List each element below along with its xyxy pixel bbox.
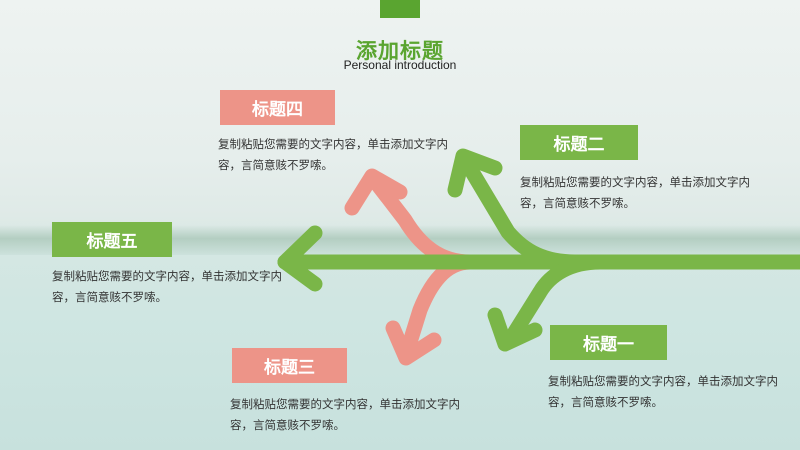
- label-title-two: 标题二: [520, 125, 638, 160]
- arrow-to-title-three: [385, 254, 478, 366]
- label-title-three: 标题三: [232, 348, 347, 383]
- label-title-four: 标题四: [220, 90, 335, 125]
- page-title: 添加标题: [356, 39, 444, 63]
- desc-title-five: 复制粘贴您需要的文字内容，单击添加文字内容，言简意赅不罗嗦。: [52, 269, 282, 304]
- desc-title-two: 复制粘贴您需要的文字内容，单击添加文字内容，言简意赅不罗嗦。: [520, 175, 750, 210]
- arrow-to-title-one: [487, 254, 608, 352]
- desc-title-one: 复制粘贴您需要的文字内容，单击添加文字内容，言简意赅不罗嗦。: [548, 374, 778, 409]
- desc-title-four: 复制粘贴您需要的文字内容，单击添加文字内容，言简意赅不罗嗦。: [218, 137, 448, 172]
- label-title-one: 标题一: [550, 325, 667, 360]
- top-accent-tab: [380, 0, 420, 18]
- label-title-five: 标题五: [52, 222, 172, 257]
- page-subtitle: Personal introduction: [343, 58, 457, 72]
- desc-title-three: 复制粘贴您需要的文字内容，单击添加文字内容，言简意赅不罗嗦。: [230, 397, 460, 432]
